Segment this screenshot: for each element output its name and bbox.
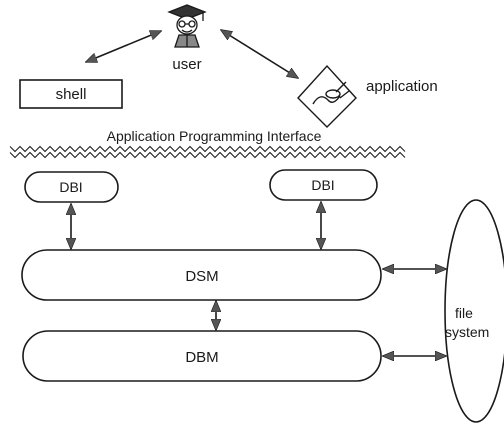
shell-box [19,79,123,109]
user-icon [167,4,207,48]
shell-label: shell [56,86,87,103]
file-system-ellipse [444,199,504,423]
user-label: user [172,56,201,73]
dsm-label: DSM [185,268,218,285]
file-system-label-line1: file [455,305,473,321]
dbi-left-box [24,171,119,203]
dsm-box [21,249,382,301]
application-label: application [366,78,438,95]
arrow-user-application [221,30,298,78]
dbm-box [22,330,382,382]
arrow-user-shell [86,30,161,63]
dbi-left-label: DBI [59,179,82,195]
file-system-label-line2: system [445,324,489,340]
dbm-label: DBM [185,349,218,366]
api-label: Application Programming Interface [107,128,322,144]
dbi-right-label: DBI [311,177,334,193]
application-icon [297,64,357,128]
api-boundary-zigzag [9,145,406,159]
dbi-right-box [269,169,378,201]
